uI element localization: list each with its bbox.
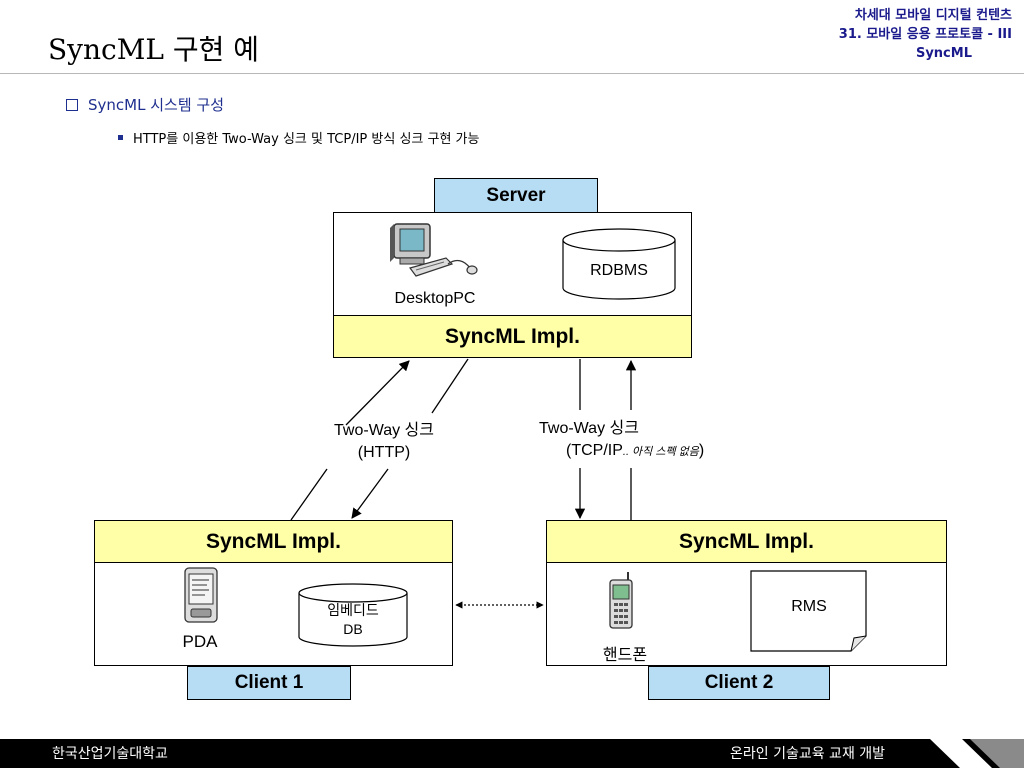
http-line-down — [431, 358, 469, 414]
footer-stripe-decoration — [930, 739, 1024, 768]
client1-syncml-impl: SyncML Impl. — [94, 520, 453, 563]
server-syncml-impl: SyncML Impl. — [333, 315, 692, 358]
embedded-db-cylinder-icon — [298, 583, 408, 647]
page-title: SyncML 구현 예 — [48, 33, 260, 66]
http-link-label: Two-Way 싱크 (HTTP) — [334, 422, 434, 461]
client2-label: Client 2 — [648, 666, 830, 700]
course-header: 차세대 모바일 디지털 컨텐츠 31. 모바일 응용 프로토콜 - III Sy… — [839, 6, 1012, 63]
header-divider — [0, 73, 1024, 74]
bullet-level2: HTTP를 이용한 Two-Way 싱크 및 TCP/IP 방식 싱크 구현 가… — [118, 128, 479, 147]
server-label: Server — [434, 178, 598, 213]
square-bullet-icon — [118, 135, 123, 140]
tcp-spec-note: .. 아직 스펙 없음 — [622, 446, 699, 458]
course-title: 차세대 모바일 디지털 컨텐츠 — [854, 8, 1012, 23]
embedded-db-label: 임베디드 DB — [327, 602, 379, 637]
footer-bar — [0, 739, 1024, 768]
rdbms-cylinder-icon — [562, 228, 676, 300]
bullet-level2-text: HTTP를 이용한 Two-Way 싱크 및 TCP/IP 방식 싱크 구현 가… — [133, 132, 480, 147]
phone-label: 핸드폰 — [602, 647, 648, 664]
http-arrow-up — [345, 360, 410, 426]
chapter-subtitle: SyncML — [915, 46, 972, 61]
http-arrow-down — [351, 468, 389, 519]
checkbox-bullet-icon — [66, 98, 78, 111]
pda-label: PDA — [182, 632, 218, 651]
mobile-phone-icon — [609, 572, 633, 629]
rms-document-icon — [750, 570, 867, 652]
client1-label: Client 1 — [187, 666, 351, 700]
rms-label: RMS — [791, 598, 827, 615]
footer-project: 온라인 기술교육 교재 개발 — [730, 746, 886, 762]
pda-icon — [184, 567, 218, 623]
desktop-pc-label: DesktopPC — [394, 290, 476, 307]
client2-syncml-impl: SyncML Impl. — [546, 520, 947, 563]
footer-university: 한국산업기술대학교 — [52, 746, 168, 762]
tcp-link-label: Two-Way 싱크 (TCP/IP.. 아직 스펙 없음) — [539, 420, 705, 459]
chapter-title: 31. 모바일 응용 프로토콜 - III — [838, 27, 1012, 42]
bullet-level1-text: SyncML 시스템 구성 — [88, 96, 224, 114]
bullet-level1: SyncML 시스템 구성 — [66, 94, 224, 115]
http-line-low — [290, 468, 328, 521]
rdbms-label: RDBMS — [590, 262, 648, 279]
desktop-pc-icon — [390, 223, 478, 277]
